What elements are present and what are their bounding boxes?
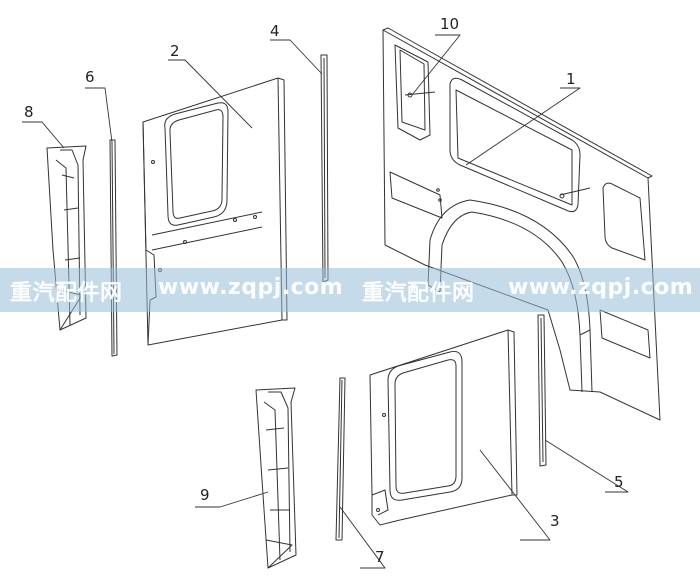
leader-8 xyxy=(22,121,65,149)
watermark-brand-right: 重汽配件网 xyxy=(362,281,475,306)
part-9-pillar-trim xyxy=(255,387,297,569)
watermark-url-right: www.zqpj.com xyxy=(508,275,694,300)
leader-4 xyxy=(270,39,323,75)
leader-10 xyxy=(411,34,461,96)
callout-4: 4 xyxy=(270,22,280,40)
leader-1 xyxy=(465,87,581,166)
part-3-door-panel xyxy=(369,329,518,526)
part-5-seal-strip xyxy=(537,314,547,467)
leader-2 xyxy=(168,59,253,129)
part-1-back-panel xyxy=(382,27,661,421)
part-4-seal-strip xyxy=(320,54,329,283)
watermark-brand-left: 重汽配件网 xyxy=(10,281,123,306)
callout-1: 1 xyxy=(566,70,576,88)
callout-10: 10 xyxy=(440,15,460,33)
callout-8: 8 xyxy=(24,103,34,121)
callout-6: 6 xyxy=(85,68,95,86)
watermark-url-left: www.zqpj.com xyxy=(158,275,344,300)
part-7-seal-strip xyxy=(335,377,346,541)
leader-9 xyxy=(195,491,269,508)
leader-lines xyxy=(22,34,629,569)
leader-3 xyxy=(479,449,551,541)
part-8-pillar-trim xyxy=(46,145,87,331)
callout-9: 9 xyxy=(200,486,210,504)
callout-2: 2 xyxy=(170,42,180,60)
part-6-seal-strip xyxy=(109,139,118,357)
leader-5 xyxy=(544,439,629,493)
watermark-band xyxy=(0,268,700,312)
callout-5: 5 xyxy=(614,473,624,491)
leader-7 xyxy=(339,506,386,569)
leader-6 xyxy=(85,87,113,143)
callout-3: 3 xyxy=(550,512,560,530)
callout-7: 7 xyxy=(375,548,385,566)
